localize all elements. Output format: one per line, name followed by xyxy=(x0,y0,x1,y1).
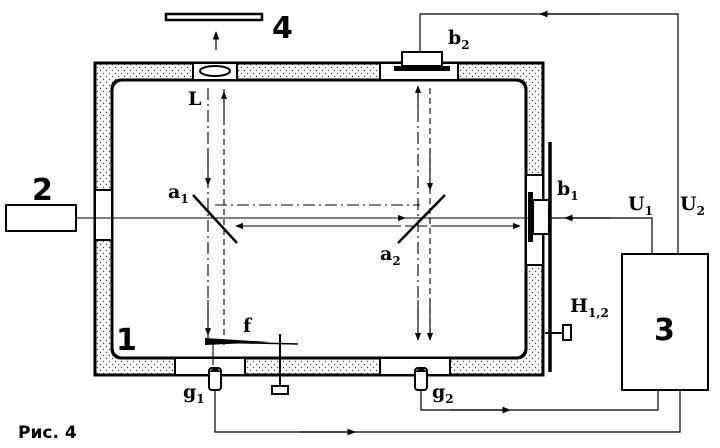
beam-paths xyxy=(76,85,530,365)
detector-g2 xyxy=(414,367,428,391)
screen xyxy=(164,12,264,22)
label-mirror-a1: a1 xyxy=(168,181,189,206)
laser xyxy=(5,204,77,232)
mirror-a1 xyxy=(192,194,238,244)
label-screen: 4 xyxy=(272,11,293,46)
label-chamber: 1 xyxy=(116,323,137,358)
figure-caption: Рис. 4 xyxy=(18,423,77,443)
label-detector-b1: b1 xyxy=(557,178,579,203)
label-filter: f xyxy=(243,315,253,337)
label-signal-u1: U1 xyxy=(628,193,653,218)
signal-wires xyxy=(214,10,681,436)
detector-b2 xyxy=(394,51,450,71)
label-controller: 3 xyxy=(654,313,675,348)
label-lens: L xyxy=(188,88,201,110)
window-left xyxy=(94,189,113,241)
label-laser: 2 xyxy=(32,173,53,208)
chamber-windows xyxy=(94,62,544,376)
label-detector-g2: g2 xyxy=(432,381,454,406)
controller xyxy=(621,253,709,391)
label-mirror-a2: a2 xyxy=(380,243,401,268)
label-detector-b2: b2 xyxy=(448,27,470,52)
label-detector-g1: g1 xyxy=(183,381,205,406)
filter xyxy=(204,334,299,395)
mirror-a2 xyxy=(397,194,446,244)
detector-g1 xyxy=(208,367,222,391)
label-signal-u2: U2 xyxy=(680,193,705,218)
heater-rail xyxy=(545,142,572,372)
chamber-wall xyxy=(93,61,545,377)
lens xyxy=(199,65,231,77)
detector-b1 xyxy=(528,192,550,242)
label-heater: H1,2 xyxy=(570,295,609,320)
